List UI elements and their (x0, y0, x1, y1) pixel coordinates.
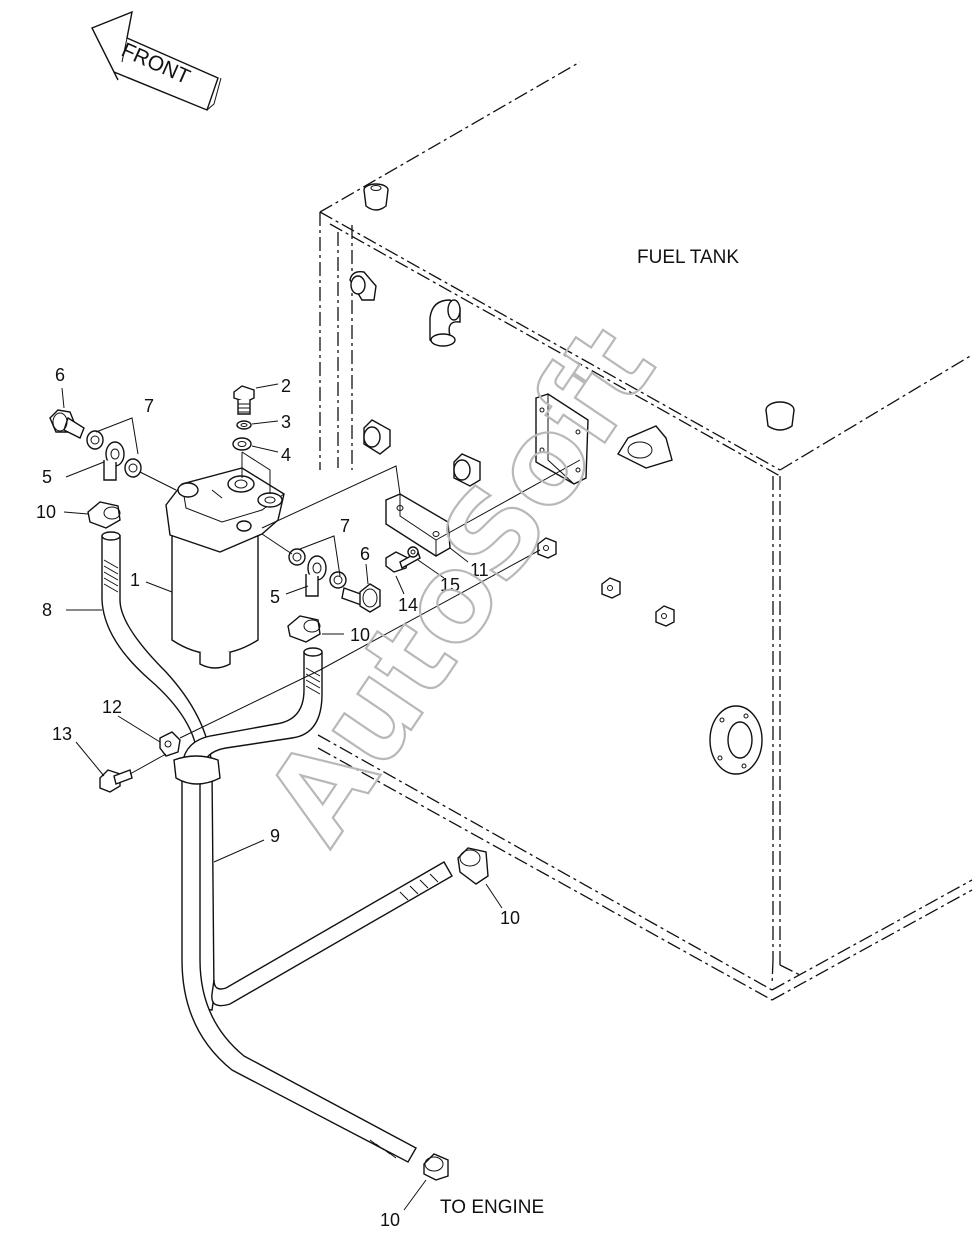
callout-5-left: 5 (42, 467, 52, 487)
tank-flange (709, 705, 763, 775)
callout-5-right: 5 (270, 587, 280, 607)
front-arrow: FRONT (91, 10, 222, 111)
tank-cube-a (537, 537, 557, 559)
washer-3 (236, 420, 252, 430)
washer-4 (232, 437, 252, 451)
callout-13: 13 (52, 724, 72, 744)
bolt-2 (233, 385, 255, 415)
fuel-filter-1 (165, 467, 285, 669)
callout-6-right: 6 (360, 544, 370, 564)
fuel-tank: FUEL TANK (317, 61, 973, 1001)
clamp-10-left (87, 501, 121, 529)
seal-7-left-a (86, 430, 104, 450)
callout-4: 4 (281, 445, 291, 465)
callout-14: 14 (398, 595, 418, 615)
callout-3: 3 (281, 412, 291, 432)
tank-right-fitting (616, 401, 795, 469)
tank-elbow (429, 299, 461, 347)
tank-plug-b (453, 453, 481, 487)
bolt-13 (99, 769, 133, 793)
clamp-10-bottom (423, 1153, 449, 1181)
bolt-14 (385, 550, 421, 573)
callout-12: 12 (102, 697, 122, 717)
seal-7-left-b (124, 458, 142, 478)
tank-cube-c (655, 605, 675, 627)
callout-11: 11 (470, 560, 489, 580)
callout-2: 2 (281, 376, 291, 396)
hose-9 (181, 647, 417, 1163)
tank-plug-a (363, 419, 391, 455)
callout-1: 1 (130, 570, 140, 590)
seal-7-right-a (288, 548, 306, 566)
callout-10-bottom: 10 (380, 1210, 400, 1230)
callout-15: 15 (440, 575, 460, 595)
callout-9: 9 (270, 826, 280, 846)
callout-10-tank: 10 (500, 908, 520, 928)
banjo-5-left (103, 441, 125, 481)
callout-10-mid: 10 (350, 625, 370, 645)
callouts: 1 2 3 4 5 5 6 6 7 7 8 9 10 10 10 10 11 1… (36, 365, 520, 1230)
clip-12 (159, 731, 221, 785)
seal-7-right-b (329, 571, 347, 589)
banjo-5-right (305, 555, 327, 597)
to-engine-label: TO ENGINE (440, 1197, 544, 1218)
clamp-10-mid (287, 615, 321, 643)
fuel-tank-label: FUEL TANK (637, 247, 739, 268)
callout-7-right: 7 (340, 516, 350, 536)
clamp-10-tank (457, 847, 489, 885)
callout-10-left: 10 (36, 502, 56, 522)
callout-8: 8 (42, 600, 52, 620)
callout-6-left: 6 (55, 365, 65, 385)
tank-mount-plate (535, 393, 589, 485)
banjo-bolt-6-left (49, 409, 85, 439)
tank-cap (363, 183, 389, 211)
hose-return (211, 861, 453, 1007)
tank-boss (349, 270, 377, 301)
washer-15 (407, 546, 419, 558)
leader-lines (61, 383, 503, 1211)
banjo-bolt-6-right (341, 583, 381, 613)
tank-cube-b (601, 577, 621, 599)
callout-7-left: 7 (144, 396, 154, 416)
